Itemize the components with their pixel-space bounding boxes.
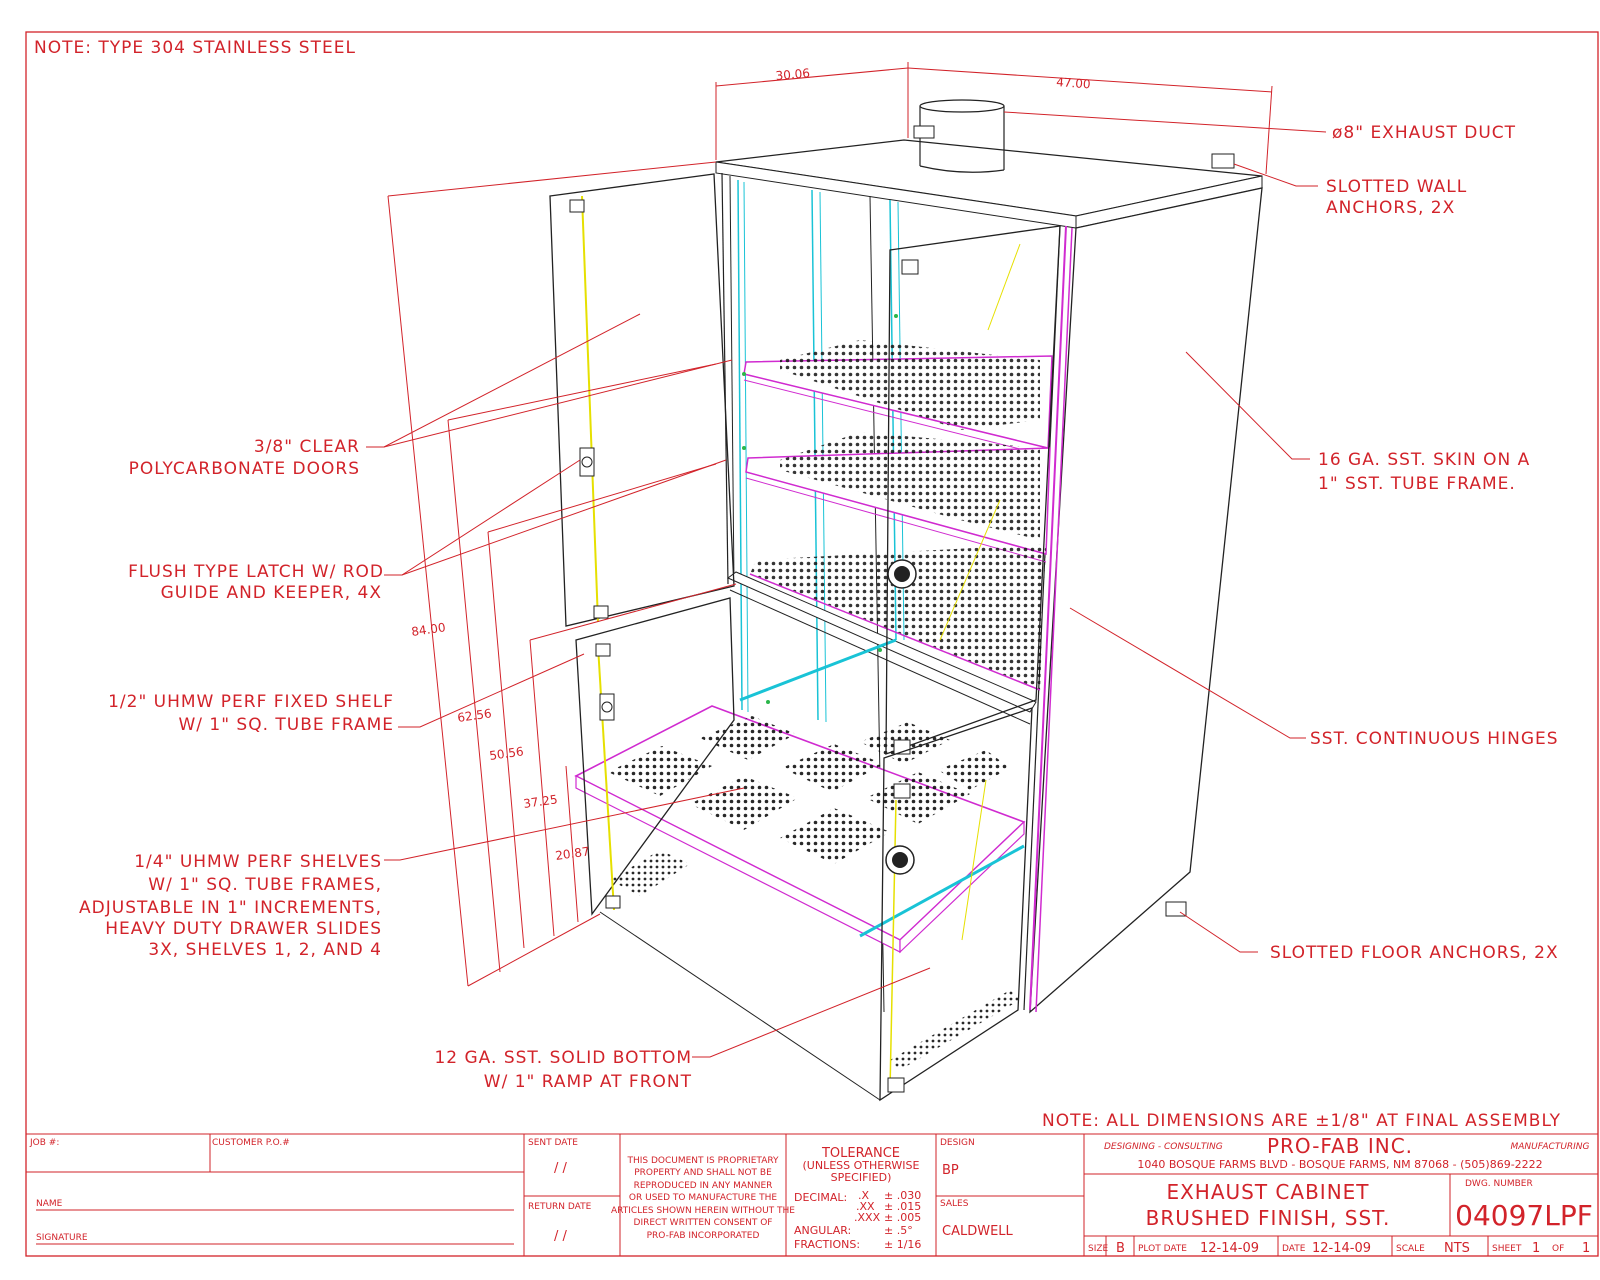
- sent-date-label: SENT DATE: [528, 1138, 578, 1148]
- svg-text:± .015: ± .015: [884, 1200, 921, 1213]
- company-name: PRO-FAB INC.: [1267, 1134, 1413, 1158]
- callout-bottom-1: 12 GA. SST. SOLID BOTTOM: [434, 1048, 692, 1068]
- scale-label: SCALE: [1396, 1244, 1425, 1254]
- svg-text:.XX: .XX: [856, 1200, 875, 1213]
- leader-lines: [366, 111, 1327, 1058]
- signature-label: SIGNATURE: [36, 1233, 88, 1243]
- callout-latch-2: GUIDE AND KEEPER, 4X: [161, 583, 382, 603]
- svg-text:PRO-FAB INCORPORATED: PRO-FAB INCORPORATED: [647, 1231, 760, 1241]
- svg-text:THIS DOCUMENT IS PROPRIETARY: THIS DOCUMENT IS PROPRIETARY: [626, 1156, 779, 1166]
- cabinet-drawing: [549, 99, 1263, 1102]
- note-bottom: NOTE: ALL DIMENSIONS ARE ±1/8" AT FINAL …: [1042, 1111, 1561, 1131]
- tolerance-block: TOLERANCE (UNLESS OTHERWISE SPECIFIED) D…: [794, 1146, 921, 1251]
- dim-d1: 62.56: [456, 706, 492, 725]
- fractions-label: FRACTIONS:: [794, 1238, 860, 1251]
- svg-text:PROPERTY AND SHALL NOT BE: PROPERTY AND SHALL NOT BE: [634, 1168, 772, 1178]
- design-label: DESIGN: [940, 1138, 975, 1148]
- scale-value: NTS: [1444, 1241, 1470, 1256]
- sales-value: CALDWELL: [942, 1224, 1014, 1239]
- callout-floor-anchors: SLOTTED FLOOR ANCHORS, 2X: [1270, 943, 1559, 963]
- svg-text:REPRODUCED IN ANY MANNER: REPRODUCED IN ANY MANNER: [634, 1181, 773, 1191]
- size-label: SIZE: [1088, 1244, 1109, 1254]
- proprietary-notice: THIS DOCUMENT IS PROPRIETARY PROPERTY AN…: [611, 1156, 795, 1241]
- note-top: NOTE: TYPE 304 STAINLESS STEEL: [34, 38, 356, 58]
- callout-shelves-5: 3X, SHELVES 1, 2, AND 4: [148, 940, 382, 960]
- design-value: BP: [942, 1163, 959, 1178]
- svg-text:ARTICLES SHOWN HEREIN WITHOUT: ARTICLES SHOWN HEREIN WITHOUT THE: [611, 1206, 795, 1216]
- manufacturing-tag: MANUFACTURING: [1510, 1142, 1589, 1152]
- date-value: 12-14-09: [1312, 1241, 1371, 1256]
- plot-date-value: 12-14-09: [1200, 1241, 1259, 1256]
- return-date-label: RETURN DATE: [528, 1202, 592, 1212]
- sheet-value: 1: [1532, 1241, 1540, 1256]
- callout-doors-2: POLYCARBONATE DOORS: [129, 459, 360, 479]
- exhaust-duct: [919, 99, 1005, 173]
- dwg-number: 04097LPF: [1455, 1199, 1593, 1232]
- of-label: OF: [1552, 1244, 1564, 1254]
- drawing-title-1: EXHAUST CABINET: [1166, 1180, 1369, 1204]
- dwg-number-label: DWG. NUMBER: [1465, 1179, 1533, 1189]
- title-block: [26, 1133, 1598, 1256]
- decimal-label: DECIMAL:: [794, 1191, 847, 1204]
- dimension-lines: [387, 62, 1273, 987]
- svg-text:OR USED TO MANUFACTURE THE: OR USED TO MANUFACTURE THE: [629, 1193, 777, 1203]
- callout-fixed-shelf-2: W/ 1" SQ. TUBE FRAME: [178, 715, 394, 735]
- svg-text:± .005: ± .005: [884, 1211, 921, 1224]
- tolerance-title: TOLERANCE: [821, 1146, 900, 1161]
- dim-width: 47.00: [1056, 75, 1091, 91]
- angular-label: ANGULAR:: [794, 1224, 851, 1237]
- callout-shelves-3: ADJUSTABLE IN 1" INCREMENTS,: [79, 898, 382, 918]
- dim-height: 84.00: [410, 620, 446, 639]
- svg-text:± 1/16: ± 1/16: [884, 1238, 921, 1251]
- svg-text:± .030: ± .030: [884, 1189, 921, 1202]
- dimension-labels: 30.06 47.00 84.00 62.56 50.56 37.25 20.8…: [410, 66, 1091, 863]
- callout-skin-1: 16 GA. SST. SKIN ON A: [1318, 450, 1530, 470]
- size-value: B: [1116, 1241, 1125, 1256]
- callout-wall-anchors-1: SLOTTED WALL: [1326, 177, 1467, 197]
- callout-shelves-1: 1/4" UHMW PERF SHELVES: [134, 852, 382, 872]
- dim-d2: 50.56: [488, 744, 524, 763]
- sent-date-value: / /: [554, 1161, 568, 1176]
- sheet-label: SHEET: [1492, 1244, 1522, 1254]
- svg-text:.X: .X: [858, 1189, 869, 1202]
- callout-skin-2: 1" SST. TUBE FRAME.: [1318, 474, 1516, 494]
- svg-text:.XXX: .XXX: [854, 1211, 881, 1224]
- plot-date-label: PLOT DATE: [1138, 1244, 1187, 1254]
- company-address: 1040 BOSQUE FARMS BLVD - BOSQUE FARMS, N…: [1137, 1158, 1542, 1171]
- designing-tag: DESIGNING - CONSULTING: [1104, 1142, 1223, 1152]
- callout-bottom-2: W/ 1" RAMP AT FRONT: [484, 1072, 692, 1092]
- drawing-title-2: BRUSHED FINISH, SST.: [1146, 1206, 1391, 1230]
- tolerance-sub-2: SPECIFIED): [831, 1171, 892, 1184]
- callout-exhaust-duct: ø8" EXHAUST DUCT: [1332, 123, 1516, 143]
- dim-depth: 30.06: [775, 66, 810, 83]
- callout-wall-anchors-2: ANCHORS, 2X: [1326, 198, 1455, 218]
- svg-text:± .5°: ± .5°: [884, 1224, 913, 1237]
- svg-text:DIRECT WRITTEN CONSENT OF: DIRECT WRITTEN CONSENT OF: [634, 1218, 773, 1228]
- dim-d4: 20.87: [554, 844, 590, 863]
- of-value: 1: [1582, 1241, 1590, 1256]
- sheet-border: [25, 31, 1599, 1257]
- callout-doors-1: 3/8" CLEAR: [254, 437, 360, 457]
- customer-po-label: CUSTOMER P.O.#: [212, 1138, 290, 1148]
- date-label: DATE: [1282, 1244, 1306, 1254]
- callout-shelves-4: HEAVY DUTY DRAWER SLIDES: [105, 919, 382, 939]
- sales-label: SALES: [940, 1199, 969, 1209]
- callout-shelves-2: W/ 1" SQ. TUBE FRAMES,: [148, 875, 382, 895]
- dim-d3: 37.25: [522, 792, 558, 811]
- callout-fixed-shelf-1: 1/2" UHMW PERF FIXED SHELF: [108, 692, 394, 712]
- tolerance-sub-1: (UNLESS OTHERWISE: [803, 1159, 920, 1172]
- return-date-value: / /: [554, 1229, 568, 1244]
- name-label: NAME: [36, 1199, 63, 1209]
- callout-latch-1: FLUSH TYPE LATCH W/ ROD: [128, 562, 384, 582]
- job-label: JOB #:: [29, 1138, 59, 1148]
- callout-hinges: SST. CONTINUOUS HINGES: [1310, 729, 1559, 749]
